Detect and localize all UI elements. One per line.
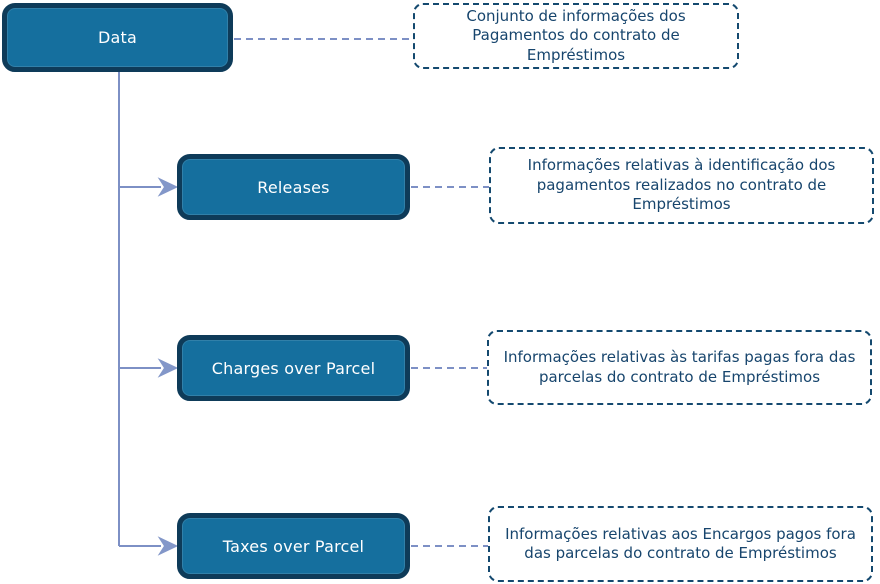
node-charges-over-parcel: Charges over Parcel [177, 335, 410, 401]
annotation-releases-text: Informações relativas à identificação do… [527, 156, 836, 214]
node-taxes-over-parcel-label: Taxes over Parcel [222, 536, 365, 556]
node-taxes-over-parcel: Taxes over Parcel [177, 513, 410, 579]
annotation-data: Conjunto de informações dos Pagamentos d… [413, 3, 739, 69]
arrowhead-releases-icon [157, 177, 179, 197]
node-data-label: Data [97, 28, 137, 47]
annotation-taxes-over-parcel: Informações relativas aos Encargos pagos… [488, 506, 873, 582]
arrowhead-charges-icon [157, 358, 179, 378]
node-data: Data [2, 3, 233, 72]
annotation-charges-over-parcel-text: Informações relativas às tarifas pagas f… [503, 348, 856, 386]
annotation-taxes-over-parcel-text: Informações relativas aos Encargos pagos… [505, 524, 856, 563]
annotation-data-text: Conjunto de informações dos Pagamentos d… [466, 6, 686, 64]
node-charges-over-parcel-label: Charges over Parcel [211, 358, 376, 378]
annotation-charges-over-parcel: Informações relativas às tarifas pagas f… [487, 330, 872, 405]
annotation-releases: Informações relativas à identificação do… [489, 147, 874, 224]
node-releases: Releases [177, 154, 410, 220]
node-releases-label: Releases [257, 177, 330, 197]
arrowhead-taxes-icon [157, 536, 179, 556]
